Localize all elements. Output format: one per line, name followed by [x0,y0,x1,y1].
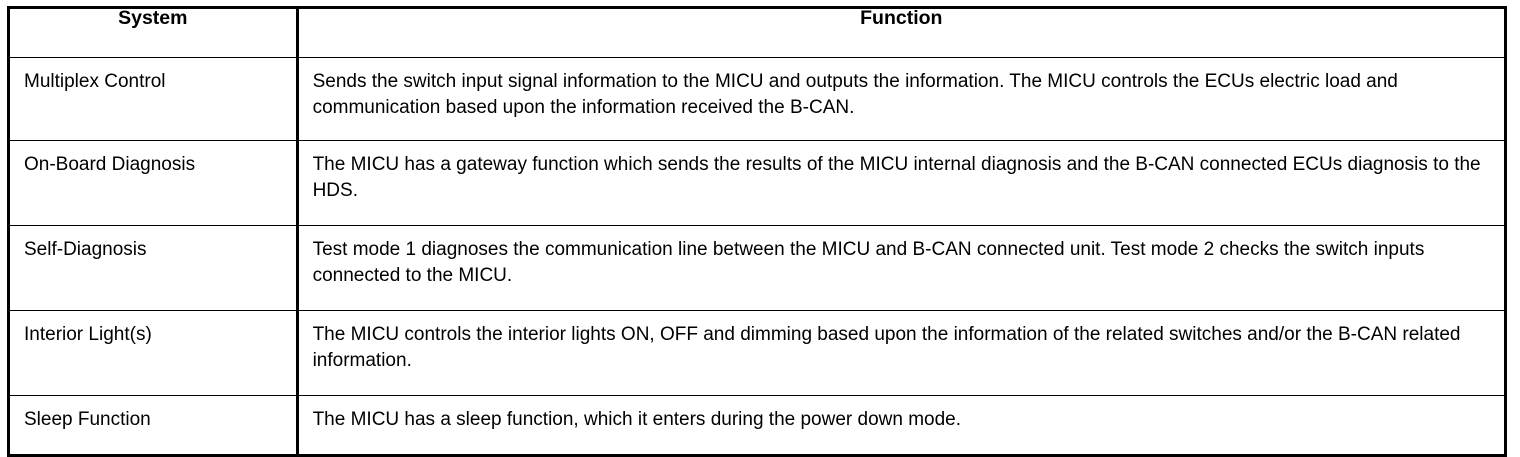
column-header-function: Function [296,7,1507,58]
column-header-system-label: System [118,7,188,29]
cell-function: The MICU controls the interior lights ON… [296,310,1507,396]
table-header: System Function [8,7,1507,58]
cell-system: Sleep Function [8,395,299,456]
table-body: Multiplex Control Sends the switch input… [8,57,1507,456]
table-row: Sleep Function The MICU has a sleep func… [8,395,1507,456]
function-description: The MICU has a gateway function which se… [312,154,1481,201]
system-name: Interior Light(s) [24,324,152,345]
function-description: Sends the switch input signal informatio… [312,71,1398,118]
cell-system: Interior Light(s) [8,310,299,396]
table-row: Interior Light(s) The MICU controls the … [8,310,1507,396]
table-header-row: System Function [8,7,1507,58]
cell-system: Self-Diagnosis [8,225,299,311]
cell-system: Multiplex Control [8,57,299,141]
column-header-function-label: Function [860,7,943,29]
system-name: On-Board Diagnosis [24,154,196,175]
table-row: On-Board Diagnosis The MICU has a gatewa… [8,140,1507,226]
cell-function: The MICU has a gateway function which se… [296,140,1507,226]
function-description: Test mode 1 diagnoses the communication … [312,239,1425,286]
column-header-system: System [8,7,299,58]
function-description: The MICU has a sleep function, which it … [312,409,962,430]
system-name: Multiplex Control [24,71,166,92]
cell-system: On-Board Diagnosis [8,140,299,226]
system-name: Self-Diagnosis [24,239,147,260]
cell-function: The MICU has a sleep function, which it … [296,395,1507,456]
micu-system-function-table: System Function Multiplex Control Sends … [7,6,1507,457]
table-row: Self-Diagnosis Test mode 1 diagnoses the… [8,225,1507,311]
table-row: Multiplex Control Sends the switch input… [8,57,1507,141]
cell-function: Test mode 1 diagnoses the communication … [296,225,1507,311]
system-name: Sleep Function [24,409,151,430]
spec-table-container: System Function Multiplex Control Sends … [7,6,1507,457]
function-description: The MICU controls the interior lights ON… [312,324,1461,371]
cell-function: Sends the switch input signal informatio… [296,57,1507,141]
